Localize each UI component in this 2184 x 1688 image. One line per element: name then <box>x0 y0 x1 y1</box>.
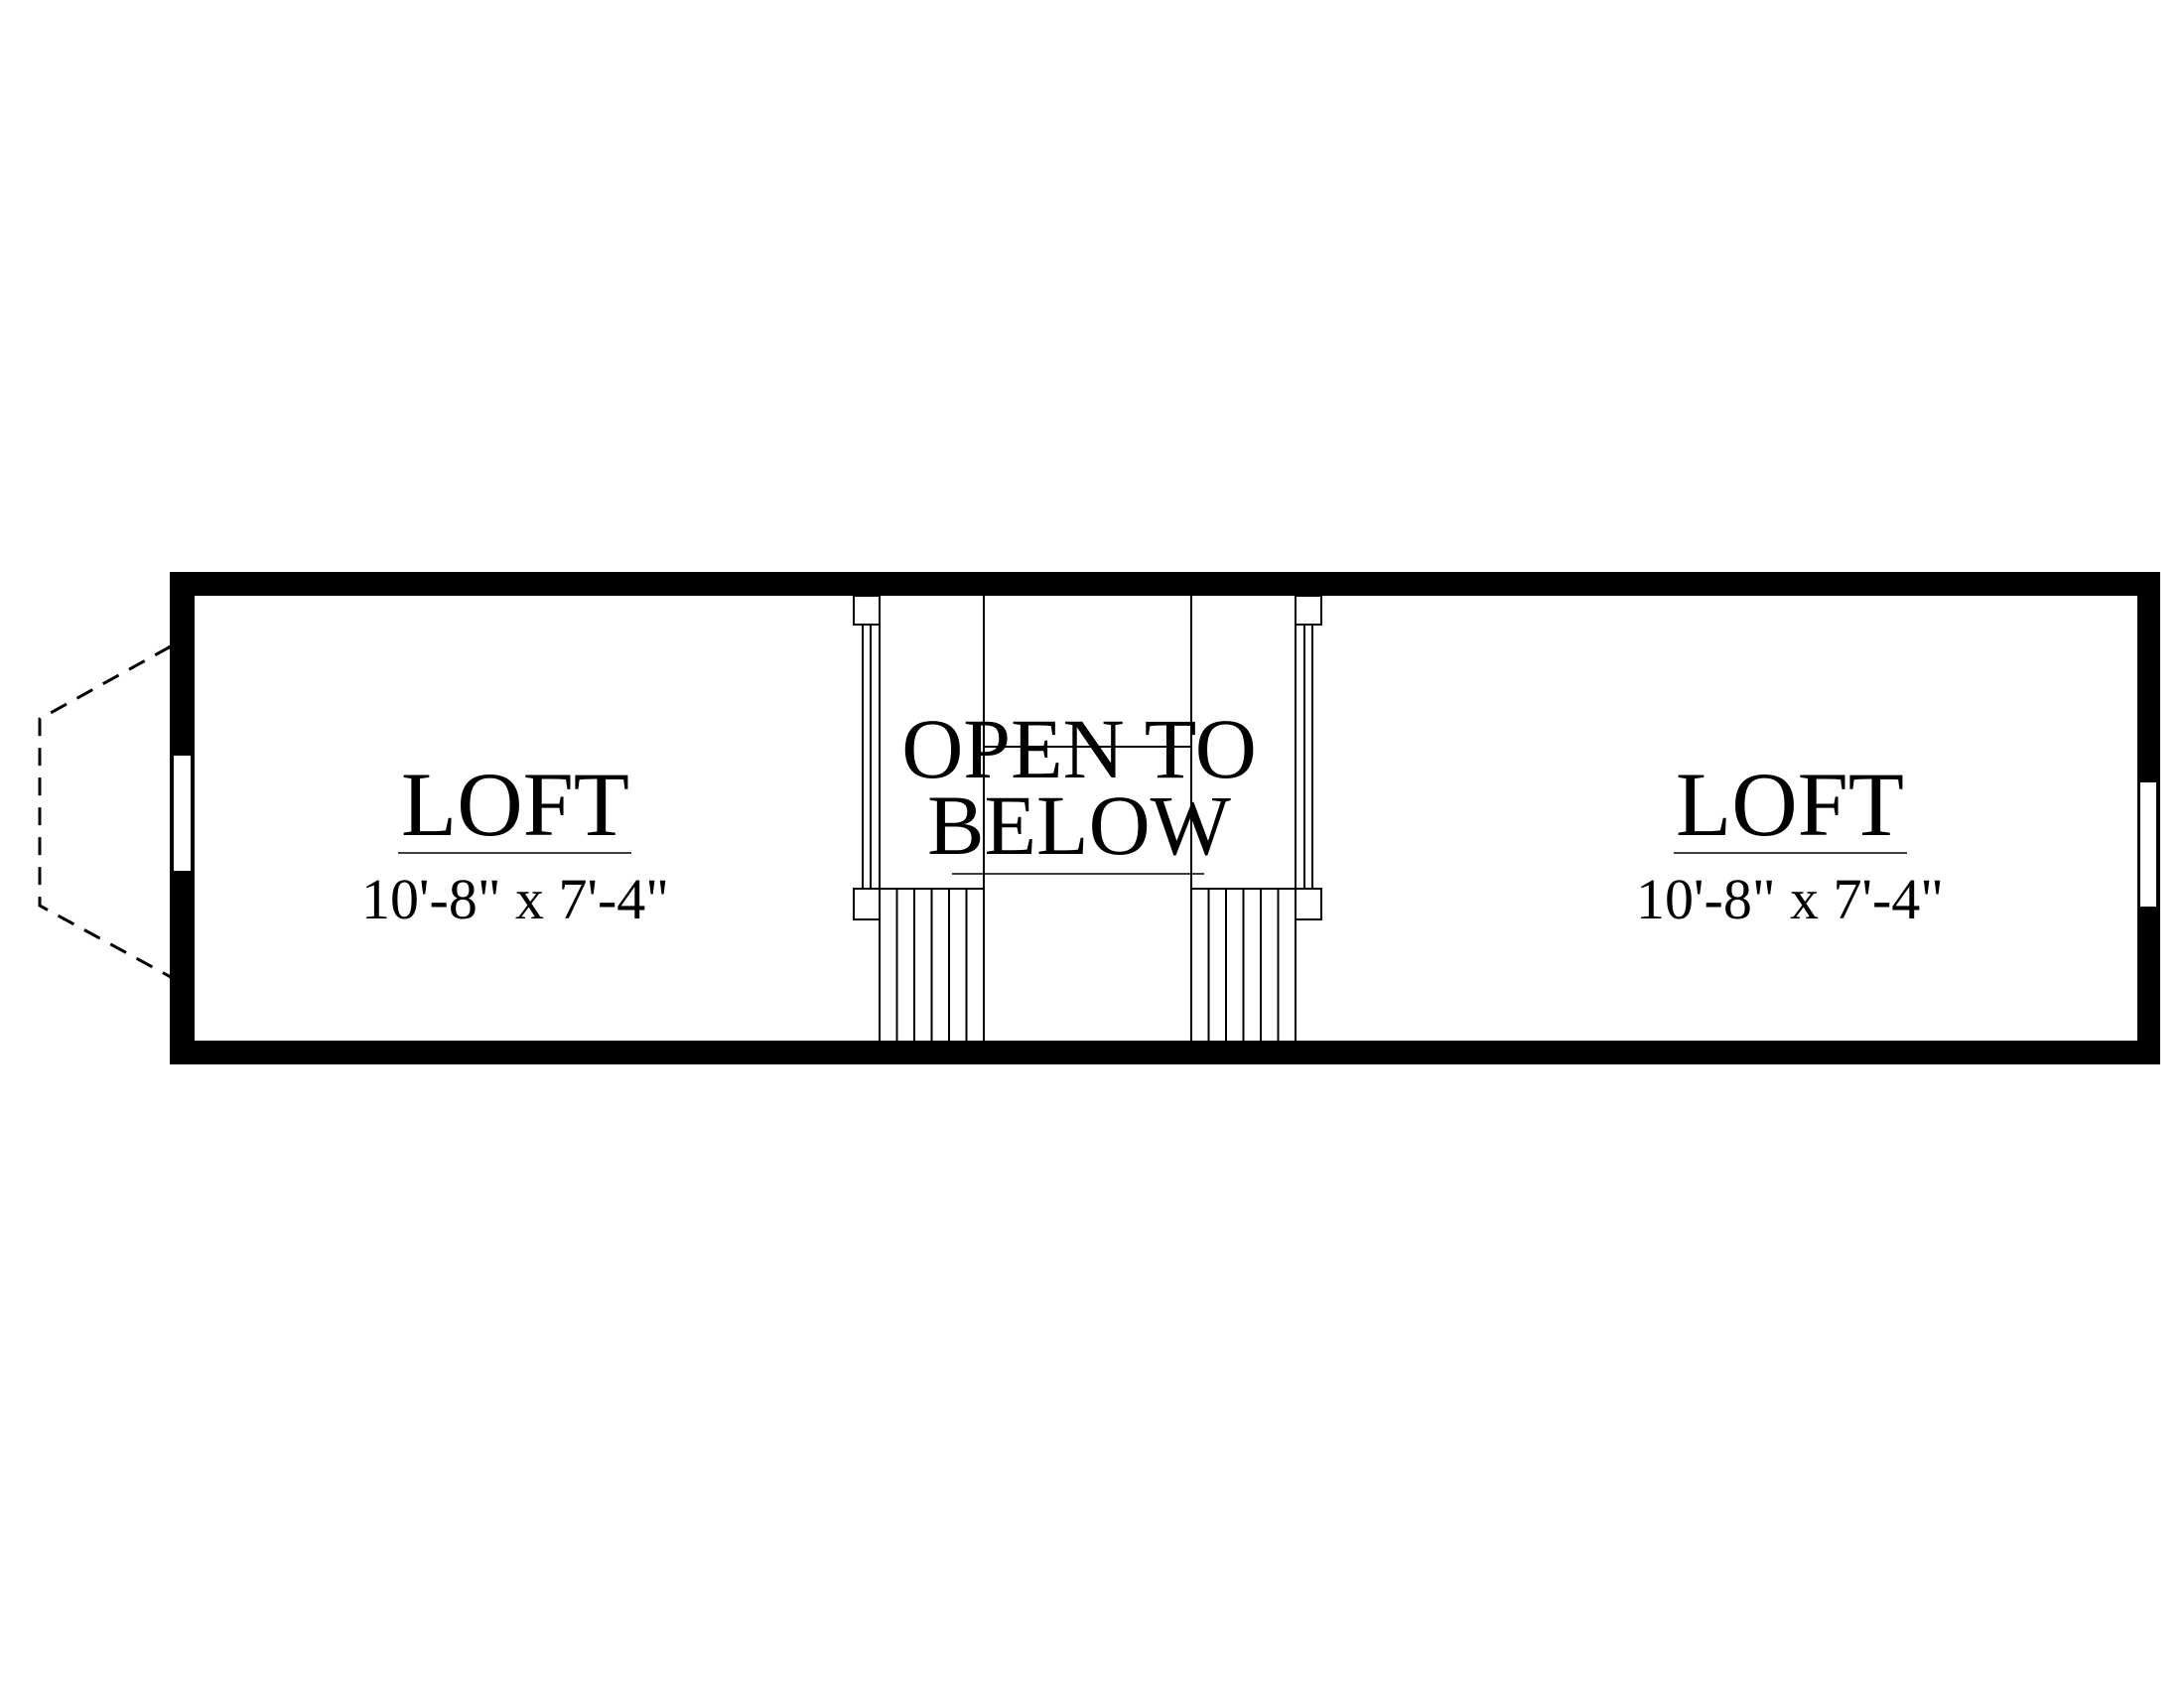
room-name-right-loft: LOFT <box>1676 754 1904 855</box>
open-to-below-line2: BELOW <box>927 777 1231 873</box>
open-to-below-line1: OPEN TO <box>901 701 1257 796</box>
post <box>853 595 881 626</box>
room-dimensions-left-loft: 10'-8" x 7'-4" <box>361 867 669 931</box>
window-right <box>2138 780 2158 909</box>
room-dimensions-right-loft: 10'-8" x 7'-4" <box>1636 867 1944 931</box>
window-left <box>172 754 193 873</box>
post <box>853 888 881 920</box>
bay-window-outline <box>38 644 172 979</box>
post <box>1295 888 1322 920</box>
post <box>1295 595 1322 626</box>
room-name-left-loft: LOFT <box>401 754 629 855</box>
